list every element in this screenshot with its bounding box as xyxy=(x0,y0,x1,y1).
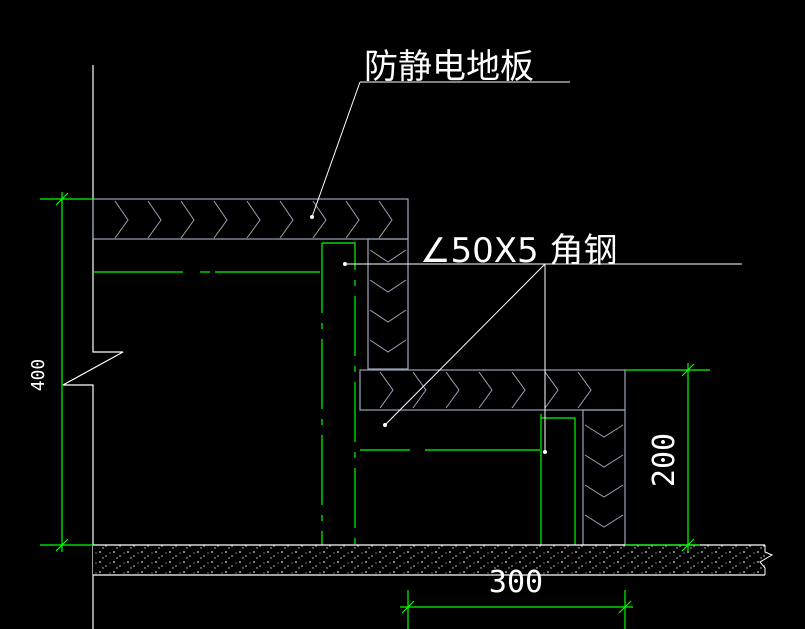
dim-width-step xyxy=(400,590,633,629)
dim-height-total xyxy=(40,192,93,552)
left-wall xyxy=(62,65,124,629)
dim-height-total-text: 400 xyxy=(28,359,49,392)
leader-dots xyxy=(310,215,547,454)
concrete-base xyxy=(93,544,774,576)
dim-width-step-text: 300 xyxy=(489,565,543,600)
support-frame xyxy=(93,242,576,545)
leaders xyxy=(311,81,742,452)
floor-label: 防静电地板 xyxy=(364,47,534,87)
dim-height-lower-text: 200 xyxy=(647,433,682,487)
upper-floor-slab xyxy=(92,198,409,370)
dim-height-lower xyxy=(625,363,710,552)
angle-steel-label: ∠50X5 角钢 xyxy=(420,231,617,271)
lower-floor-slab xyxy=(359,369,626,546)
